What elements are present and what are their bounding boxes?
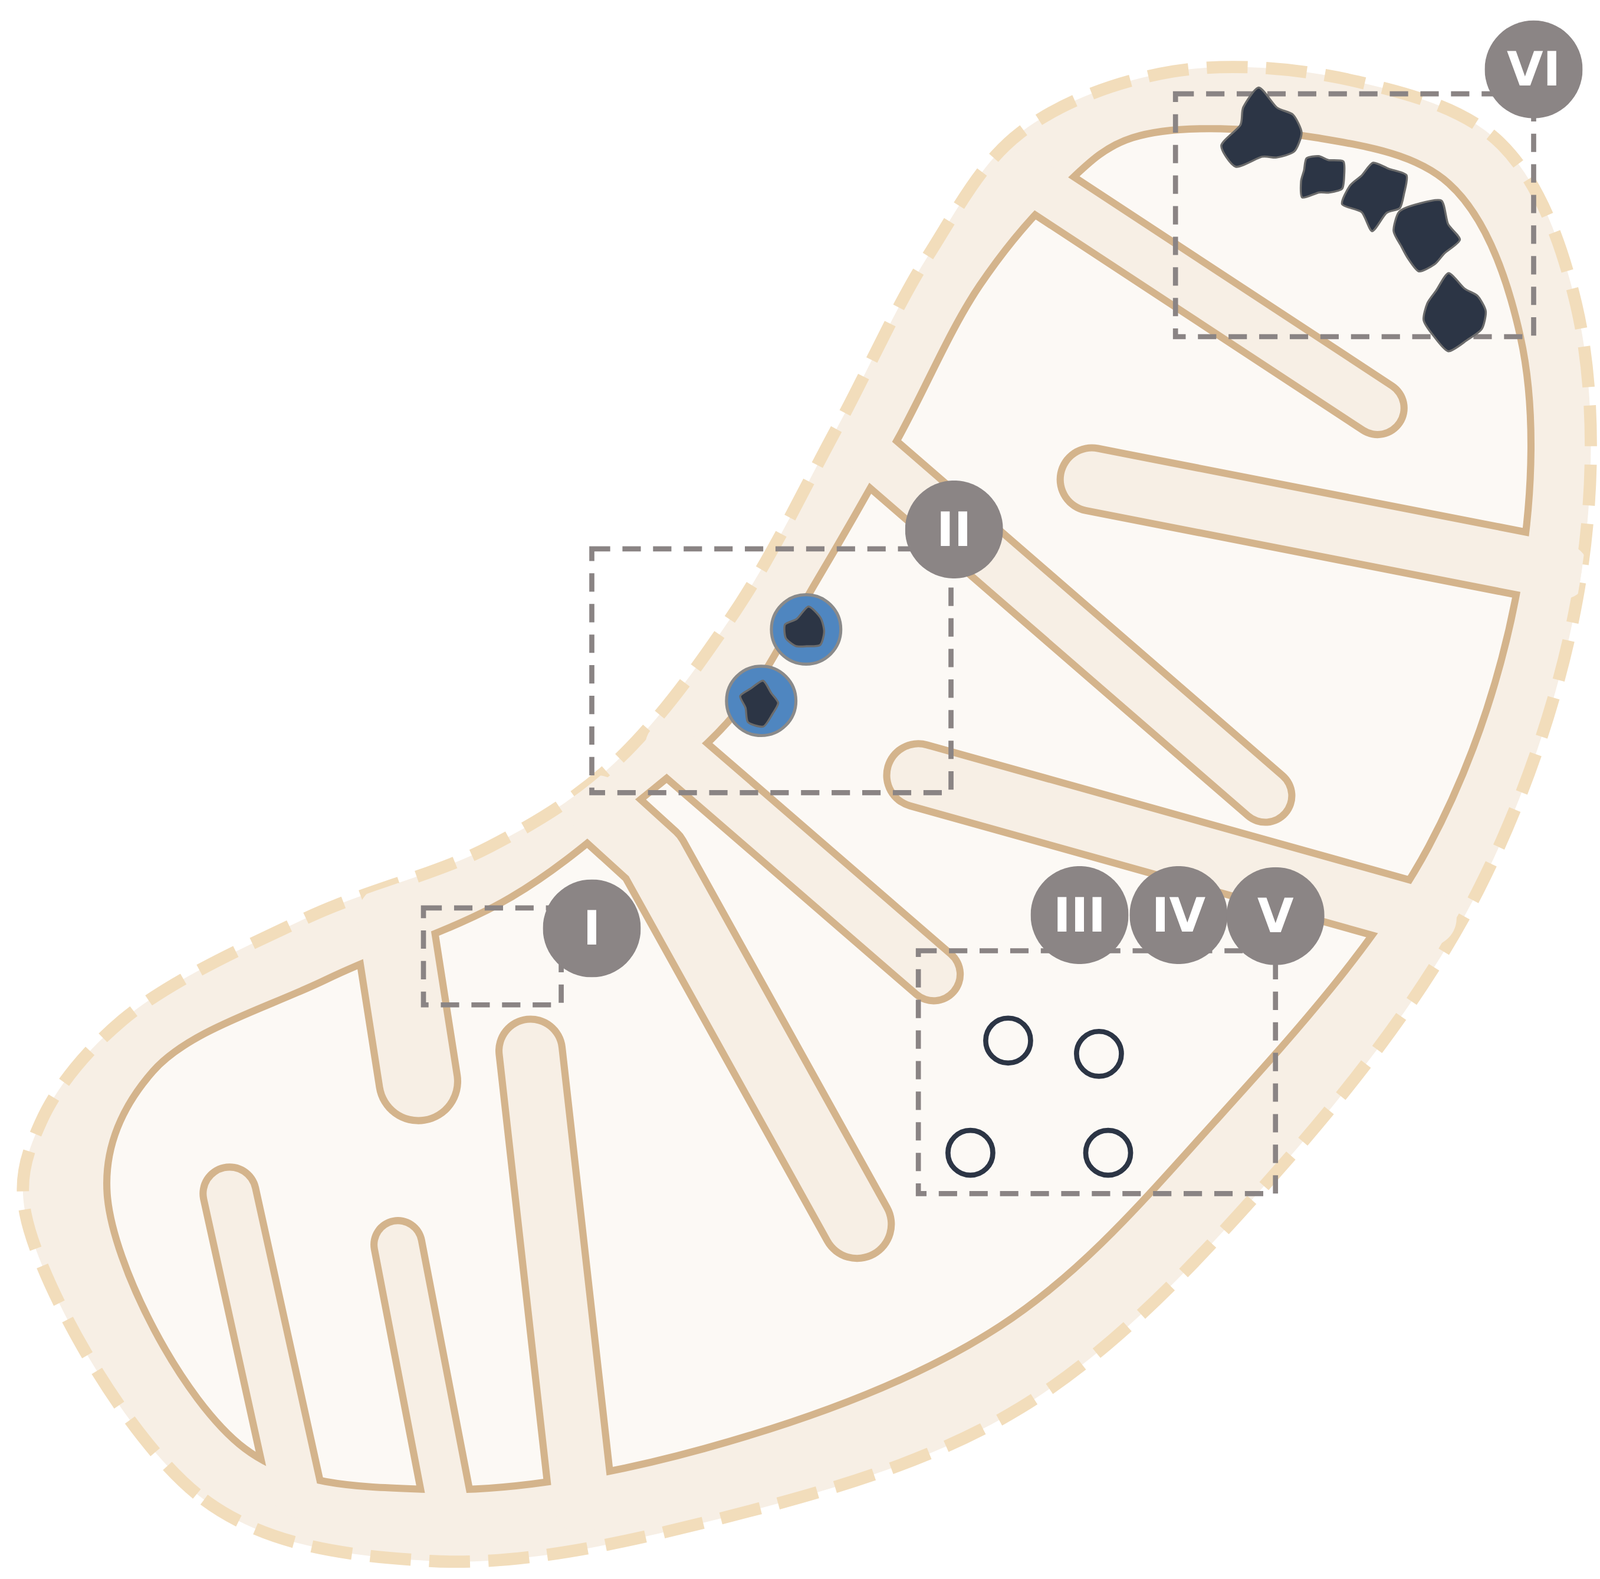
cristae-space — [229, 173, 1562, 1511]
callout-number: IV — [1151, 891, 1206, 939]
callout-circle: III — [1030, 866, 1129, 965]
callout-circle: I — [542, 879, 641, 978]
protein-aggregate — [1221, 87, 1302, 167]
protein-aggregate — [1423, 273, 1487, 352]
callout-number: II — [936, 506, 972, 554]
crista-membrane — [530, 1050, 583, 1506]
callout-number: III — [1053, 891, 1106, 939]
crista-lumen — [530, 1050, 583, 1506]
vesicle-ring — [1076, 1031, 1122, 1077]
callout-number: I — [583, 905, 601, 953]
inner-membrane — [106, 128, 1531, 1490]
crista-membrane — [398, 1244, 450, 1511]
crista-lumen — [1020, 173, 1378, 409]
callout-circle-fill — [1226, 867, 1325, 966]
callout-circle: V — [1226, 867, 1325, 966]
callout-circle-fill — [905, 480, 1004, 579]
callout-number: VI — [1506, 46, 1561, 94]
callout-circle-fill — [542, 879, 641, 978]
crista-membrane — [392, 918, 419, 1082]
vesicle-ring — [1085, 1130, 1131, 1176]
vesicle-ring — [985, 1018, 1031, 1064]
crista-lumen — [596, 806, 857, 1225]
membrane-particle — [726, 666, 797, 737]
crista-membrane — [1020, 173, 1378, 409]
callout-circle: VI — [1484, 20, 1583, 119]
callout-circle: IV — [1129, 866, 1228, 965]
particle-core — [784, 606, 824, 647]
callout-box — [592, 549, 952, 794]
callout-circle-fill — [1030, 866, 1129, 965]
crista-lumen — [392, 918, 419, 1082]
membrane-particle — [771, 595, 841, 665]
callout-box — [423, 908, 562, 1005]
protein-aggregate — [1393, 199, 1460, 272]
callout-box — [918, 951, 1276, 1195]
particle-core — [740, 680, 778, 727]
callout-circle-fill — [1129, 866, 1228, 965]
crista-lumen — [1091, 479, 1562, 572]
cristae-outline — [229, 173, 1562, 1511]
callout-number: V — [1257, 892, 1294, 941]
vesicle-ring — [947, 1130, 993, 1176]
protein-aggregate — [1300, 156, 1345, 199]
crista-membrane — [229, 1193, 296, 1495]
outer-membrane — [23, 67, 1592, 1563]
crista-lumen — [865, 448, 1266, 796]
crista-membrane — [1091, 479, 1562, 572]
crista-lumen — [398, 1244, 450, 1511]
callout-circle: II — [905, 480, 1004, 579]
crista-lumen — [229, 1193, 296, 1495]
callout-circle-fill — [1484, 20, 1583, 119]
